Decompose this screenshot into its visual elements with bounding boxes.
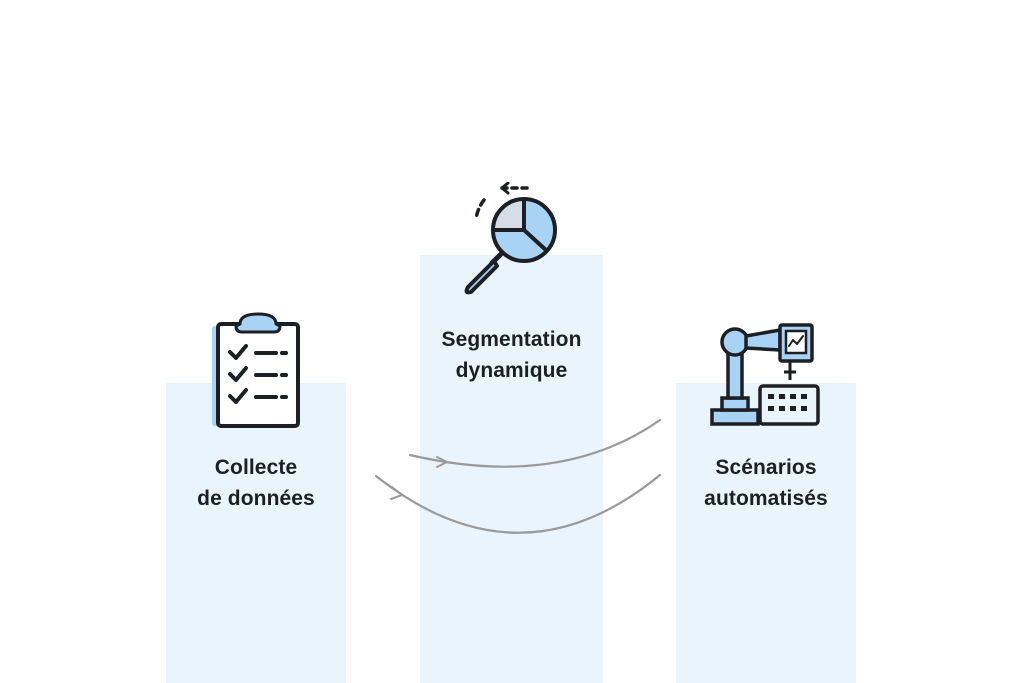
step-label-line: dynamique [455, 359, 568, 382]
magnifier-pie-chart-icon [464, 182, 557, 295]
clipboard-checklist-icon [212, 312, 300, 428]
pillar-scenarios [676, 383, 856, 683]
connector-arc-upper [408, 418, 662, 468]
connector-arrow-upper [436, 456, 448, 468]
step-label-line: automatisés [704, 487, 828, 510]
step-label-line: de données [197, 487, 315, 510]
step-label-line: Segmentation [441, 328, 582, 351]
pillar-collecte [166, 383, 346, 683]
robot-arm-icon [710, 323, 820, 426]
pillar-segmentation [420, 255, 603, 683]
connector-arrow-lower [390, 486, 403, 500]
connector-arc-lower [374, 473, 662, 534]
step-label-segmentation: Segmentation dynamique [400, 324, 623, 386]
step-label-line: Collecte [214, 456, 298, 479]
step-label-scenarios: Scénarios automatisés [656, 452, 876, 514]
step-label-line: Scénarios [715, 456, 817, 479]
step-label-collecte: Collecte de données [166, 452, 346, 514]
